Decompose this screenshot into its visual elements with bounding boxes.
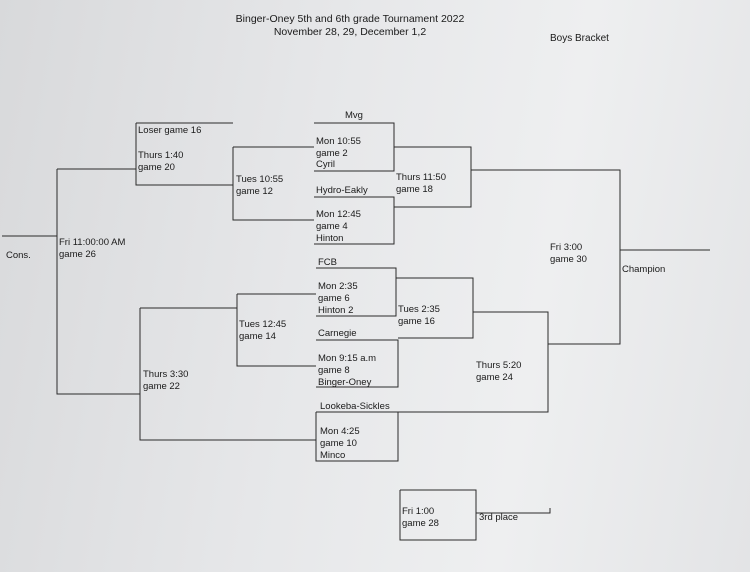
game-14-time: Tues 12:45 <box>239 319 287 330</box>
tournament-title: Binger-Oney 5th and 6th grade Tournament… <box>235 13 465 25</box>
game-18-number: game 18 <box>396 184 433 195</box>
game-6-team-bottom: Hinton 2 <box>318 305 354 316</box>
game-6-time: Mon 2:35 <box>318 281 358 292</box>
game-20-number: game 20 <box>138 162 175 173</box>
game-6-number: game 6 <box>318 293 350 304</box>
game-24-lines <box>398 311 549 413</box>
game-12-time: Tues 10:55 <box>236 174 284 185</box>
game-28-number: game 28 <box>402 518 439 529</box>
game-30-lines <box>471 169 621 345</box>
game-10-number: game 10 <box>320 438 357 449</box>
game-20-time: Thurs 1:40 <box>138 150 184 161</box>
game-18-time: Thurs 11:50 <box>396 172 446 183</box>
game-26-time: Fri 11:00:00 AM <box>59 237 126 248</box>
game-16-number: game 16 <box>398 316 435 327</box>
game-2-team-top: Mvg <box>345 110 363 121</box>
game-8-time: Mon 9:15 a.m <box>318 353 377 364</box>
game-2-team-bottom: Cyril <box>316 159 335 170</box>
game-6-lines <box>316 267 397 317</box>
game-4-lines <box>314 196 395 245</box>
game-14-lines <box>236 293 316 367</box>
game-30-time: Fri 3:00 <box>550 242 583 253</box>
game-4-time: Mon 12:45 <box>316 209 361 220</box>
game-8-team-bottom: Binger-Oney <box>318 377 372 388</box>
game-8-team-top: Carnegie <box>318 328 357 339</box>
third-place-label: 3rd place <box>479 512 519 523</box>
game-2-number: game 2 <box>316 148 348 159</box>
game-4-team-top: Hydro-Eakly <box>316 185 368 196</box>
game-4-team-bottom: Hinton <box>316 233 344 244</box>
game-8-lines <box>316 339 399 388</box>
game-22-time: Thurs 3:30 <box>143 369 189 380</box>
game-16-time: Tues 2:35 <box>398 304 440 315</box>
game-6-team-top: FCB <box>318 257 337 268</box>
game-24-number: game 24 <box>476 372 513 383</box>
game-12-number: game 12 <box>236 186 273 197</box>
game-10-team-bottom: Minco <box>320 450 346 461</box>
game-28-lines <box>399 489 477 541</box>
game-24-time: Thurs 5:20 <box>476 360 522 371</box>
third-place-line <box>476 508 551 514</box>
game-10-time: Mon 4:25 <box>320 426 360 437</box>
tournament-dates: November 28, 29, December 1,2 <box>273 26 427 38</box>
game-16-lines <box>396 277 474 339</box>
champion-label: Champion <box>622 264 666 275</box>
bracket-name: Boys Bracket <box>550 33 609 44</box>
game-18-lines <box>394 146 472 208</box>
game-22-lines <box>139 307 316 441</box>
game-8-number: game 8 <box>318 365 350 376</box>
game-10-team-top: Lookeba-Sickles <box>320 401 390 412</box>
game-2-time: Mon 10:55 <box>316 136 361 147</box>
game-20-lines <box>135 122 234 186</box>
cons-label: Cons. <box>6 250 31 261</box>
game-28-time: Fri 1:00 <box>402 506 435 517</box>
game-4-number: game 4 <box>316 221 348 232</box>
game-26-lines <box>56 168 140 395</box>
game-30-number: game 30 <box>550 254 587 265</box>
game-10-lines <box>315 411 399 462</box>
game-26-number: game 26 <box>59 249 96 260</box>
game-22-number: game 22 <box>143 381 180 392</box>
game-20-loser: Loser game 16 <box>138 125 202 136</box>
game-14-number: game 14 <box>239 331 276 342</box>
